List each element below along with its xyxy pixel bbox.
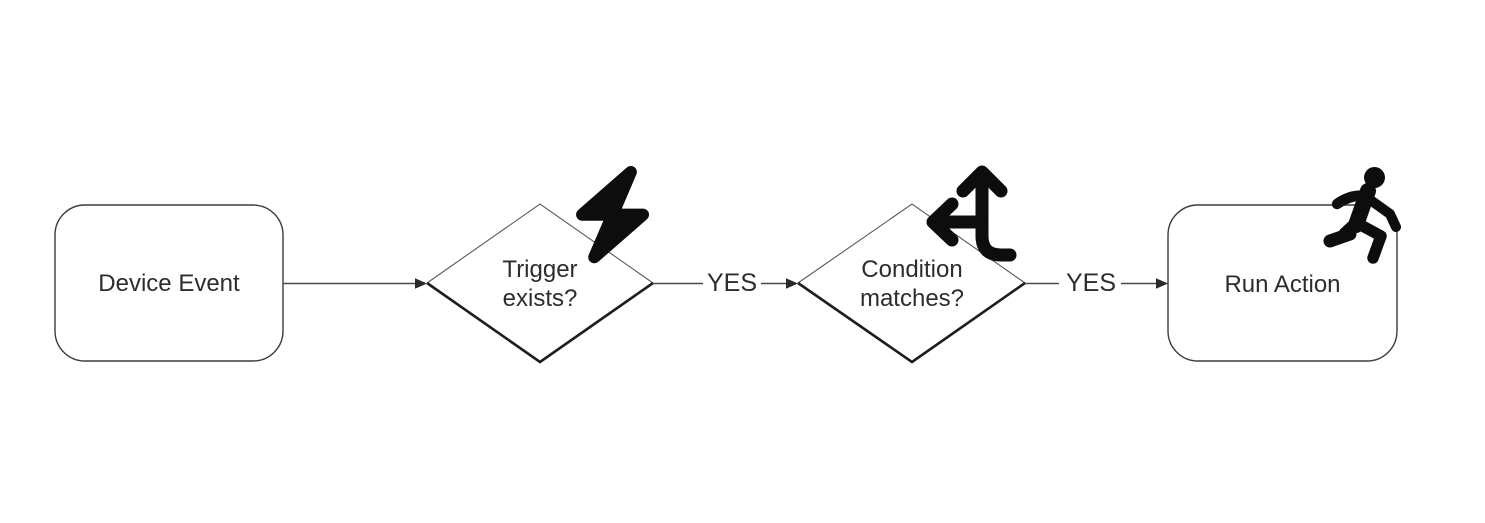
edge-trigger-to-condition <box>653 278 798 289</box>
device-event-label: Device Event <box>98 269 240 297</box>
edge-label-yes-2: YES <box>1062 268 1120 299</box>
split-directions-icon <box>926 165 1017 262</box>
trigger-exists-diamond-top-edges <box>426 203 654 284</box>
condition-matches-diamond <box>797 203 1026 364</box>
trigger-exists-label: Trigger exists? <box>502 256 578 312</box>
arrowhead-icon <box>1156 278 1168 289</box>
arrowhead-icon <box>786 278 798 289</box>
running-person-icon <box>1323 167 1401 264</box>
trigger-exists-diamond <box>426 203 654 364</box>
condition-matches-diamond-bottom-edges <box>797 281 1026 364</box>
edge-label-yes-1: YES <box>703 268 761 299</box>
lightning-bolt-icon <box>576 165 650 264</box>
trigger-exists-diamond-bottom-edges <box>426 281 654 364</box>
arrowhead-icon <box>415 278 427 289</box>
run-action-label: Run Action <box>1224 270 1341 298</box>
condition-matches-label: Condition matches? <box>859 256 965 312</box>
edge-device-event-to-trigger <box>283 278 427 289</box>
edge-condition-to-run-action <box>1025 278 1168 289</box>
